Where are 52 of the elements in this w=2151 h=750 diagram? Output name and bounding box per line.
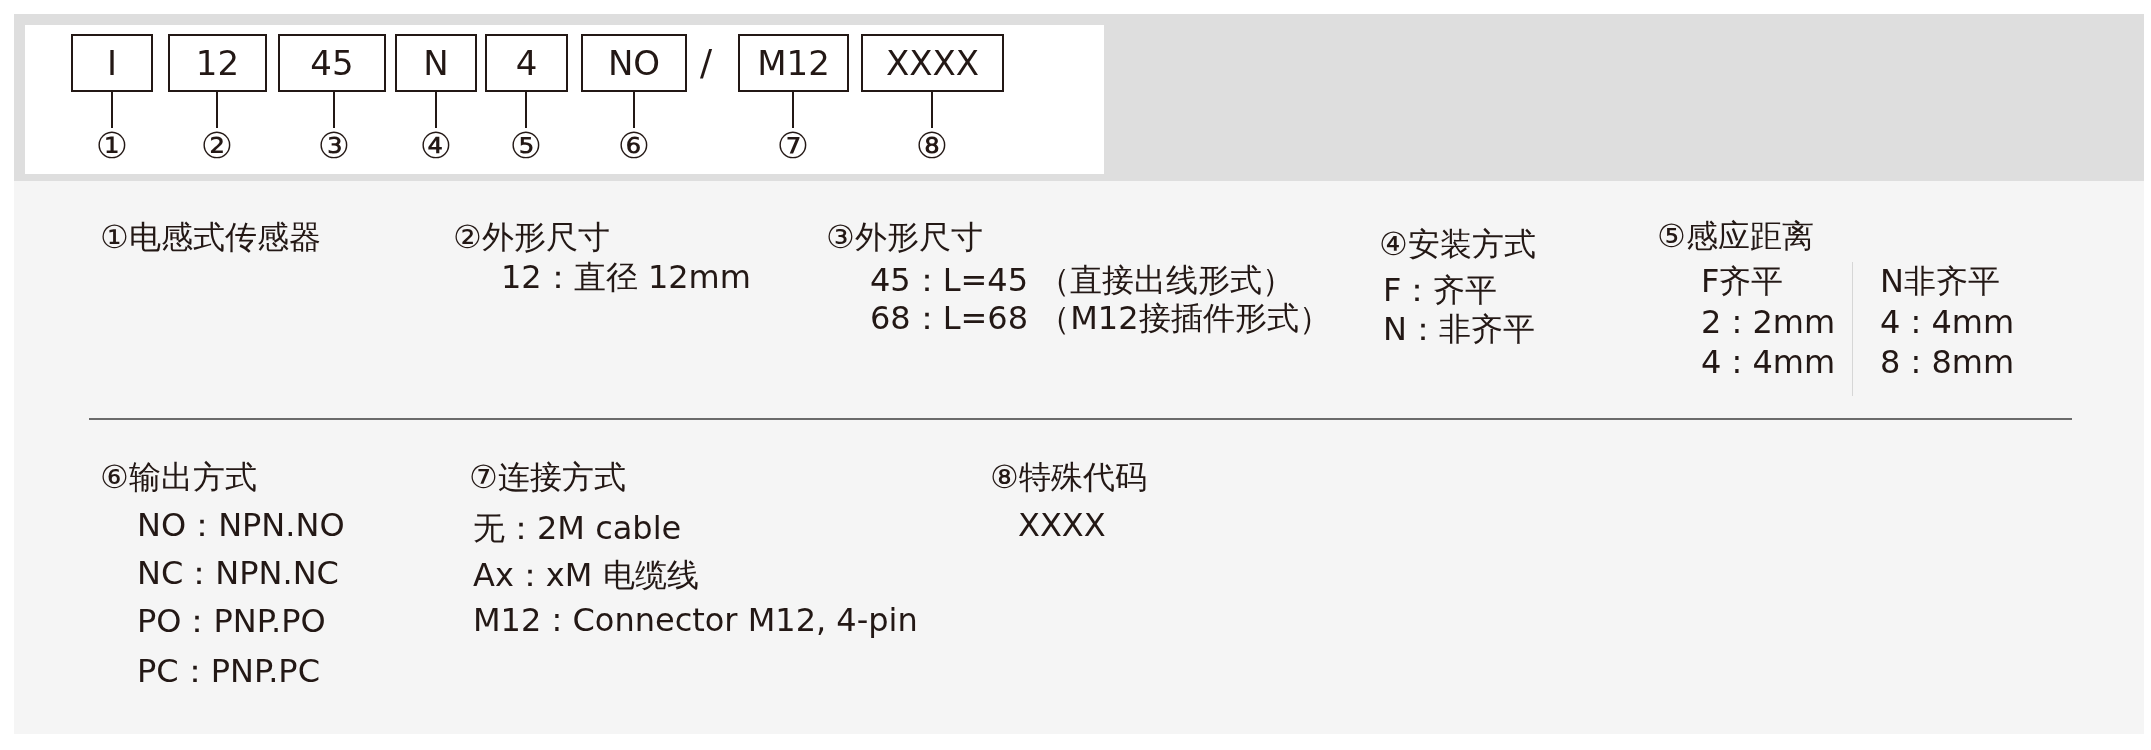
option-text: XXXX [1018,505,1106,545]
section-heading: ②外形尺寸 [453,217,610,257]
option-text: 无：2M cable [473,508,682,548]
code-box: I [71,34,153,92]
option-text: Ax：xM 电缆线 [473,555,699,595]
section-heading: ④安装方式 [1379,224,1536,264]
option-text: 45：L=45 （直接出线形式） [870,260,1295,300]
callout-number: ⑥ [617,128,651,164]
section-heading: ③外形尺寸 [826,217,983,257]
option-text: PO：PNP.PO [137,601,326,641]
column-heading: F齐平 [1701,261,1784,301]
callout-number: ⑧ [915,128,949,164]
leader-line [435,91,437,129]
callout-number: ⑦ [776,128,810,164]
leader-line [792,91,794,129]
leader-line [333,91,335,129]
code-box: 4 [485,34,568,92]
section-heading: ⑤感应距离 [1657,216,1814,256]
column-heading: N非齐平 [1880,261,2000,301]
option-text: 8 : 8mm [1880,342,2015,382]
code-box: M12 [738,34,849,92]
option-text: 4 : 4mm [1880,302,2015,342]
option-text: F：齐平 [1383,270,1498,310]
section-heading: ①电感式传感器 [100,217,321,257]
callout-number: ② [200,128,234,164]
leader-line [525,91,527,129]
section-heading: ⑧特殊代码 [990,457,1147,497]
section-heading: ⑥输出方式 [100,457,257,497]
section-heading: ⑦连接方式 [469,457,626,497]
code-box: XXXX [861,34,1004,92]
code-box: N [395,34,477,92]
option-text: NO：NPN.NO [137,505,345,545]
option-text: 4 : 4mm [1701,342,1836,382]
option-text: PC：PNP.PC [137,651,320,691]
option-text: 2 : 2mm [1701,302,1836,342]
code-box: NO [581,34,687,92]
leader-line [931,91,933,129]
separator-text: / [700,43,713,83]
option-text: N：非齐平 [1383,309,1535,349]
option-text: 68：L=68 （M12接插件形式） [870,298,1331,338]
leader-line [633,91,635,129]
leader-line [111,91,113,129]
callout-number: ① [95,128,129,164]
leader-line [216,91,218,129]
option-text: M12 : Connector M12, 4-pin [473,600,918,640]
option-text: NC：NPN.NC [137,553,339,593]
callout-number: ④ [419,128,453,164]
code-box: 45 [278,34,386,92]
option-text: 12：直径 12mm [501,257,751,297]
callout-number: ⑤ [509,128,543,164]
code-box: 12 [168,34,267,92]
callout-number: ③ [317,128,351,164]
